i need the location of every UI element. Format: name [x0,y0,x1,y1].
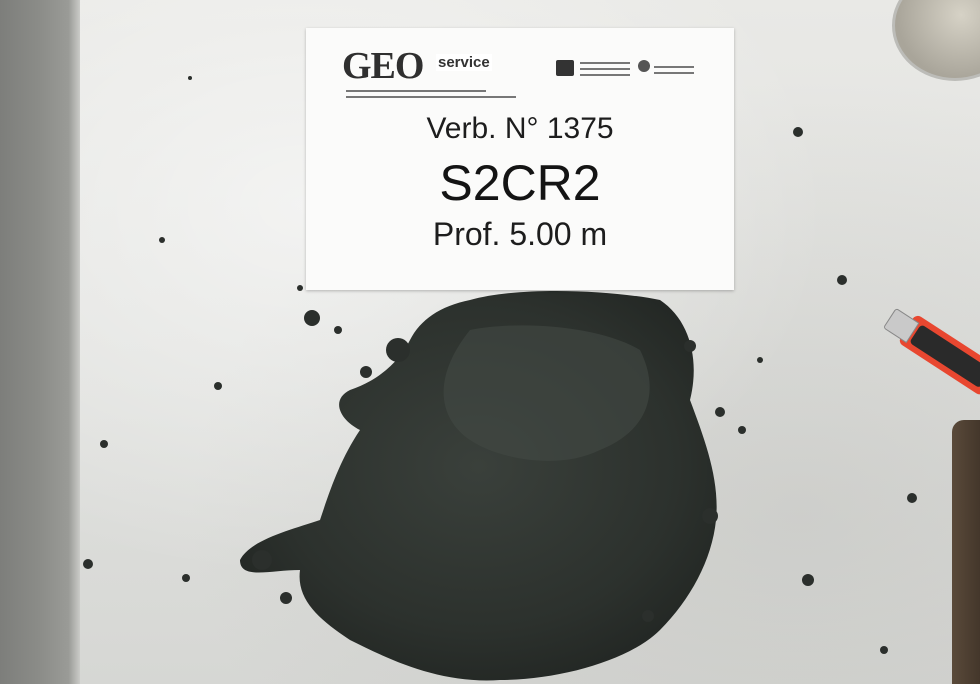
soil-crumb [880,646,888,654]
certification-badge-icon [556,60,574,76]
sample-depth: Prof. 5.00 m [432,216,608,252]
sample-id: S2CR2 [439,155,601,211]
certification-text-line [580,74,630,76]
soil-crumb [386,338,410,362]
soil-crumb [188,76,192,80]
company-logo-suffix: service [436,54,492,71]
asacert-logo-icon [638,60,650,72]
soil-crumb [280,592,292,604]
soil-crumb [738,426,746,434]
soil-crumb [837,275,847,285]
sample-label-card: GEO service Verb. N° 1375 S2CR2 Prof. 5.… [306,28,734,290]
soil-crumbs [83,76,917,654]
soil-crumb [715,407,725,417]
soil-crumb [757,357,763,363]
soil-crumb [642,610,654,622]
soil-crumb [214,382,222,390]
tool-handle [952,420,980,684]
logo-tagline-line [346,90,486,92]
logo-tagline-line [346,96,516,98]
soil-crumb [360,366,372,378]
asacert-text-line [654,66,694,68]
soil-crumb [182,574,190,582]
soil-crumb [802,574,814,586]
soil-crumb [252,550,272,570]
soil-crumb [100,440,108,448]
certification-text-line [580,68,630,70]
soil-pile-highlight [443,325,650,461]
certification-text-line [580,62,630,64]
soil-crumb [793,127,803,137]
soil-crumb [334,326,342,334]
verbale-number: Verb. N° 1375 [426,112,614,145]
soil-crumb [304,310,320,326]
soil-crumb [297,285,303,291]
soil-crumb [83,559,93,569]
soil-crumb [684,340,696,352]
soil-crumb [702,508,718,524]
asacert-text-line [654,72,694,74]
soil-crumb [907,493,917,503]
soil-crumb [159,237,165,243]
company-logo: GEO [342,45,424,87]
